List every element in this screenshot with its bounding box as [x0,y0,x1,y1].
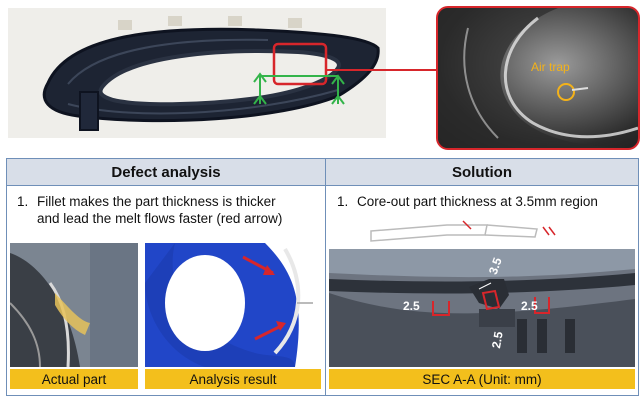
solution-header: Solution [326,159,638,186]
dimension-label-right: 2.5 [521,299,538,313]
section-caption: SEC A-A (Unit: mm) [329,369,635,389]
dimension-label-left: 2.5 [403,299,420,313]
column-divider [325,159,326,395]
defect-line-1: Fillet makes the part thickness is thick… [37,194,276,209]
section-sketch [370,220,556,242]
air-trap-label: Air trap [531,60,570,74]
solution-text: Core-out part thickness at 3.5mm region [357,194,598,209]
solution-item-1: 1. Core-out part thickness at 3.5mm regi… [337,193,633,213]
section-photo: 3.5 2.5 2.5 2.5 [329,249,635,367]
zoom-illustration [438,8,638,148]
actual-part-illustration [10,243,138,367]
solution-item-number: 1. [337,194,349,209]
defect-item-1: 1. Fillet makes the part thickness is th… [17,193,317,233]
analysis-result-caption: Analysis result [145,369,321,389]
defect-analysis-header: Defect analysis [7,159,325,186]
part-photo [8,8,386,138]
defect-line-2: and lead the melt flows faster (red arro… [37,211,283,226]
actual-part-photo [10,243,138,367]
air-trap-zoom: Air trap [436,6,640,150]
analysis-illustration [145,243,321,367]
part-illustration [42,16,380,131]
analysis-result-image [145,243,321,367]
analysis-table: Defect analysis Solution 1. Fillet makes… [6,158,639,396]
actual-part-caption: Actual part [10,369,138,389]
defect-item-number: 1. [17,194,29,209]
section-illustration [329,249,635,367]
dimension-label-bottom: 2.5 [489,330,506,350]
